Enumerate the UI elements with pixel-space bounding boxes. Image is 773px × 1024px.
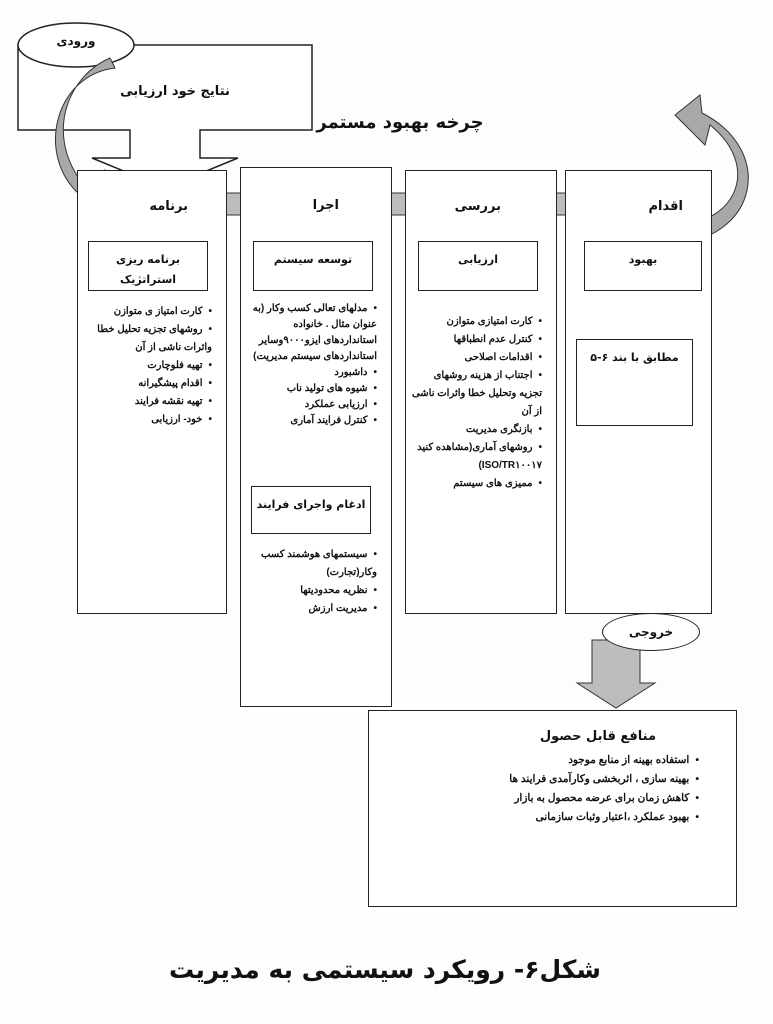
- column-subbox-2: مطابق با بند ۶-۵: [576, 339, 693, 426]
- column-header: اجرا: [312, 198, 339, 213]
- list-item: بهبود عملکرد ،اعتبار وثبات سازمانی: [379, 808, 699, 827]
- list-item: استفاده بهینه از منابع موجود: [379, 751, 699, 770]
- list-item: خود- ارزیابی: [80, 411, 212, 429]
- curved-arrow-right: [667, 94, 749, 246]
- list-item: سیستمهای هوشمند کسب وکار(تجارت): [243, 546, 377, 582]
- list-item: داشبورد: [243, 365, 377, 381]
- column-subbox: ارزیابی: [418, 241, 538, 291]
- column-do: اجرا توسعه سیستم مدلهای تعالی کسب وکار (…: [240, 167, 392, 707]
- list-item: کنترل عدم انطباقها: [408, 331, 542, 349]
- column-subbox: توسعه سیستم: [253, 241, 373, 291]
- list-item: نظریه محدودیتها: [243, 582, 377, 600]
- benefits-box: منافع قابل حصول استفاده بهینه از منابع م…: [368, 710, 737, 907]
- figure-caption: شکل۶- رویکرد سیستمی به مدیریت: [169, 955, 601, 984]
- input-ellipse: [17, 22, 135, 68]
- list-item: کاهش زمان برای عرضه محصول به بازار: [379, 789, 699, 808]
- benefits-list: استفاده بهینه از منابع موجود بهینه سازی …: [379, 751, 711, 827]
- benefits-title: منافع قابل حصول: [539, 729, 656, 744]
- list-item: ممیزی های سیستم: [408, 475, 542, 493]
- list-item: کنترل فرایند آماری: [243, 413, 377, 429]
- column-act: اقدام بهبود مطابق با بند ۶-۵: [565, 170, 712, 614]
- list-item: روشهای تجزیه تحلیل خطا واثرات ناشی از آن: [80, 321, 212, 357]
- column-list: کارت امتیاز ی متوازن روشهای تجزیه تحلیل …: [80, 303, 224, 429]
- column-plan: برنامه برنامه ریزی استراتژیک کارت امتیاز…: [77, 170, 227, 614]
- cycle-title: چرخه بهبود مستمر: [316, 112, 484, 133]
- column-header: اقدام: [648, 199, 683, 214]
- output-ellipse: خروجی: [602, 613, 700, 651]
- column-list: مدلهای تعالی کسب وکار (به عنوان مثال . خ…: [243, 301, 389, 429]
- column-subbox: بهبود: [584, 241, 702, 291]
- input-text: نتایج خود ارزیابی: [120, 84, 230, 99]
- list-item: روشهای آماری(مشاهده کنید ISO/TR۱۰۰۱۷): [408, 439, 542, 475]
- list-item: اجتناب از هزینه روشهای تجزیه وتحلیل خطا …: [408, 367, 542, 421]
- list-item: مدلهای تعالی کسب وکار (به عنوان مثال . خ…: [243, 301, 377, 365]
- list-item: اقدامات اصلاحی: [408, 349, 542, 367]
- list-item: کارت امتیازی متوازن: [408, 313, 542, 331]
- column-header: برنامه: [149, 199, 188, 214]
- list-item: تهیه نقشه فرایند: [80, 393, 212, 411]
- input-label: ورودی: [56, 34, 96, 48]
- list-item: کارت امتیاز ی متوازن: [80, 303, 212, 321]
- column-header: بررسی: [454, 199, 501, 214]
- column-subbox-2: ادغام واجرای فرایند: [251, 486, 371, 534]
- column-list: کارت امتیازی متوازن کنترل عدم انطباقها ا…: [408, 313, 554, 493]
- column-list-2: سیستمهای هوشمند کسب وکار(تجارت) نظریه مح…: [243, 546, 389, 618]
- list-item: تهیه فلوچارت: [80, 357, 212, 375]
- list-item: شیوه های تولید ناب: [243, 381, 377, 397]
- column-check: بررسی ارزیابی کارت امتیازی متوازن کنترل …: [405, 170, 557, 614]
- list-item: ارزیابی عملکرد: [243, 397, 377, 413]
- list-item: بهینه سازی ، اثربخشی وکارآمدی فرایند ها: [379, 770, 699, 789]
- column-subbox: برنامه ریزی استراتژیک: [88, 241, 208, 291]
- list-item: اقدام پیشگیرانه: [80, 375, 212, 393]
- list-item: مدیریت ارزش: [243, 600, 377, 618]
- list-item: بازنگری مدیریت: [408, 421, 542, 439]
